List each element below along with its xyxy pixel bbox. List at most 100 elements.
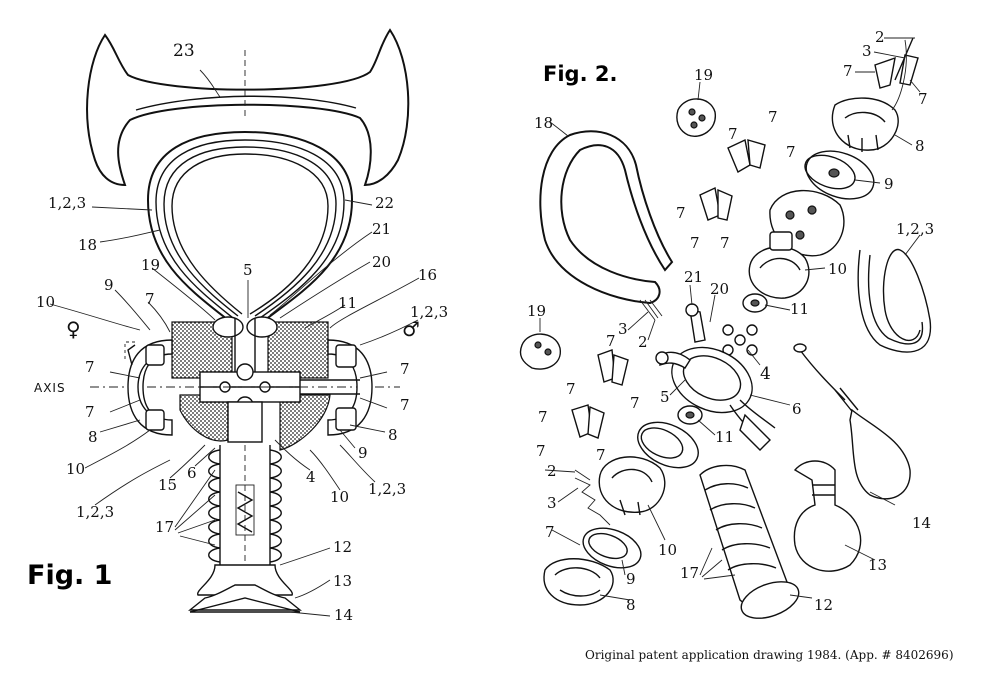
fig2-label-11-mid: 11: [715, 428, 735, 446]
fig1-male-symbol: ♂: [402, 317, 420, 341]
fig1-label-8-right: 8: [388, 426, 398, 444]
fig1-label-21: 21: [372, 220, 392, 238]
fig2-label-19-top: 19: [694, 66, 714, 84]
fig2-label-14: 14: [912, 514, 932, 532]
fig2-part-9-mid: [637, 421, 699, 469]
fig2-label-8-bottom: 8: [626, 596, 636, 614]
fig2-part-11-mid: [677, 405, 703, 425]
fig1-base: [188, 564, 302, 613]
fig2-clip-groups: [571, 138, 766, 439]
fig2-label-123: 1,2,3: [896, 220, 935, 238]
fig1-label-22: 22: [375, 194, 395, 212]
fig2-part-11-top: [742, 293, 768, 313]
fig1-label-20: 20: [372, 253, 392, 271]
fig2-label-2-mid: 2: [638, 333, 648, 351]
fig2-label-9-top: 9: [884, 175, 894, 193]
fig2-label-7-d: 7: [768, 108, 778, 126]
fig1-label-10-left: 10: [66, 460, 86, 478]
fig1-label-14: 14: [334, 606, 354, 624]
drawing-caption: Original patent application drawing 1984…: [585, 648, 954, 662]
fig2-label-10-bottom: 10: [658, 541, 678, 559]
fig2-label-19-mid: 19: [527, 302, 547, 320]
fig1-bellows-stem: [208, 401, 282, 610]
fig2-drawing: [519, 37, 932, 619]
fig2-label-7-o: 7: [545, 523, 555, 541]
fig2-label-5: 5: [660, 388, 670, 406]
fig1-label-123-bottom-right: 1,2,3: [368, 480, 407, 498]
fig2-label-7-m: 7: [536, 442, 546, 460]
fig2-leader-lines: [539, 37, 921, 601]
fig1-label-9-right: 9: [358, 444, 368, 462]
fig2-label-7-b: 7: [918, 90, 928, 108]
fig1-label-9-top: 9: [104, 276, 114, 294]
fig2-center-body-6: [655, 303, 776, 451]
fig2-label-7-n: 7: [596, 446, 606, 464]
fig2-part-8-top: [831, 97, 899, 152]
fig1-label-7-left2: 7: [85, 403, 95, 421]
fig2-label-12: 12: [814, 596, 834, 614]
fig2-part-19-top: [676, 98, 716, 137]
fig1-label-11: 11: [338, 294, 358, 312]
fig1-label-12: 12: [333, 538, 353, 556]
fig1-label-123-top: 1,2,3: [48, 194, 87, 212]
fig1-label-23: 23: [173, 41, 195, 61]
fig2-label-7-a: 7: [843, 62, 853, 80]
fig1-label-16: 16: [418, 266, 438, 284]
fig1-left-clamp: [124, 339, 173, 436]
fig2-base-13: [793, 460, 862, 572]
fig2-part-10-top: [748, 231, 810, 299]
fig2-label-11-top: 11: [790, 300, 810, 318]
figure-2-title: Fig. 2.: [543, 62, 618, 86]
fig2-part-14: [793, 343, 911, 500]
fig1-label-7-top: 7: [145, 290, 155, 308]
figure-1-title: Fig. 1: [27, 560, 113, 591]
fig2-label-7-f: 7: [676, 204, 686, 222]
fig2-part-8-bottom: [543, 558, 614, 606]
fig2-part-9-bottom: [582, 527, 642, 569]
fig2-label-3-bottom: 3: [547, 494, 557, 512]
fig1-label-13: 13: [333, 572, 353, 590]
fig2-label-7-i: 7: [606, 332, 616, 350]
fig2-label-7-e: 7: [786, 143, 796, 161]
fig1-female-symbol: ♀: [66, 317, 81, 341]
fig1-label-123-bottom-left: 1,2,3: [76, 503, 115, 521]
fig2-label-7-k: 7: [630, 394, 640, 412]
fig2-label-2-top: 2: [875, 28, 885, 46]
fig1-axis-label: AXIS: [34, 381, 66, 395]
fig2-label-7-h: 7: [720, 234, 730, 252]
fig1-label-8-left: 8: [88, 428, 98, 446]
fig2-label-6: 6: [792, 400, 802, 418]
fig1-label-123-right: 1,2,3: [410, 303, 449, 321]
fig1-label-7-right1: 7: [400, 360, 410, 378]
fig1-label-7-right2: 7: [400, 396, 410, 414]
fig1-label-15: 15: [158, 476, 178, 494]
fig2-bellows-17: [699, 464, 800, 619]
fig2-coil-123: [857, 249, 932, 353]
fig2-label-18: 18: [534, 114, 554, 132]
fig1-leader-lines: [49, 69, 420, 617]
fig2-part-9-top: [804, 150, 875, 200]
fig1-label-18: 18: [78, 236, 98, 254]
fig2-label-7-j: 7: [566, 380, 576, 398]
fig2-part-7-clips-top: [874, 37, 919, 89]
fig2-label-3-top: 3: [862, 42, 872, 60]
fig2-label-17: 17: [680, 564, 700, 582]
fig2-label-2-bottom: 2: [547, 462, 557, 480]
fig1-label-17: 17: [155, 518, 175, 536]
fig1-label-6: 6: [187, 464, 197, 482]
fig2-label-7-c: 7: [728, 125, 738, 143]
fig1-loop-tubes: [146, 130, 354, 321]
fig2-label-21: 21: [684, 268, 704, 286]
fig2-tube-18: [539, 130, 674, 305]
fig1-right-clamp: [300, 339, 373, 436]
fig1-drawing: [49, 28, 420, 617]
fig2-label-3-mid: 3: [618, 320, 628, 338]
fig1-label-7-left1: 7: [85, 358, 95, 376]
fig2-part-4-cross: [722, 324, 758, 356]
fig2-label-8-top: 8: [915, 137, 925, 155]
fig2-springs: [574, 39, 907, 526]
fig2-label-20: 20: [710, 280, 730, 298]
fig2-label-10-top: 10: [828, 260, 848, 278]
